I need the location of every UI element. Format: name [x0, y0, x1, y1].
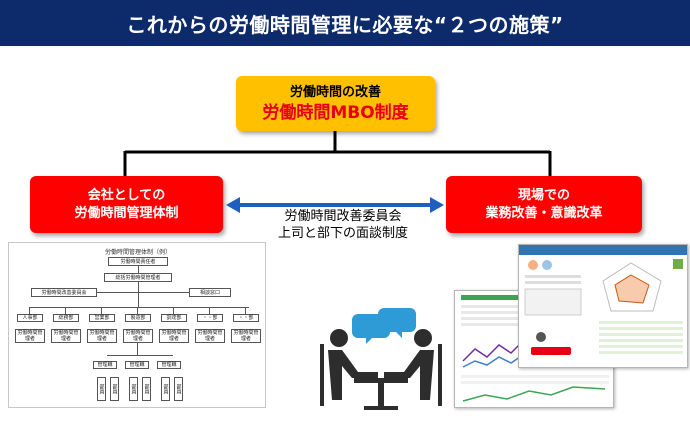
- org-mgr-1: 労働時間管理者: [15, 329, 45, 343]
- org-member-6: 部員: [174, 377, 183, 401]
- right-box-line2: 業務改善・意識改革: [485, 205, 603, 221]
- org-mgr-6: 労働時間管理者: [195, 329, 225, 343]
- org-dept-2: 総務部: [53, 314, 79, 322]
- org-chart-thumbnail: 労働時間管理体制（例） 労働時間責任者 総括労働時間管理者 労働時間改善委員会 …: [8, 242, 266, 408]
- right-box-line1: 現場での: [517, 187, 570, 203]
- org-staff-1: 管理職: [93, 361, 117, 369]
- top-box: 労働時間の改善 労働時間MBO制度: [236, 76, 435, 131]
- org-staff-3: 管理職: [157, 361, 181, 369]
- dashboard-thumbnail-graphic: [519, 245, 687, 355]
- org-dept-4: 製造部: [125, 314, 151, 322]
- right-box: 現場での 業務改善・意識改革: [446, 176, 642, 233]
- org-mgr-7: 労働時間管理者: [231, 329, 261, 343]
- org-mgr-5: 労働時間管理者: [159, 329, 189, 343]
- org-mgr-2: 労働時間管理者: [51, 329, 81, 343]
- org-dept-7: ・・部: [233, 314, 259, 322]
- org-dept-3: 営業部: [89, 314, 115, 322]
- org-dept-5: 調達部: [161, 314, 187, 322]
- org-member-1: 部員: [97, 377, 106, 401]
- left-box: 会社としての 労働時間管理体制: [30, 176, 223, 233]
- top-box-line1: 労働時間の改善: [289, 84, 381, 100]
- org-consult: 相談窓口: [189, 288, 231, 297]
- left-box-line2: 労働時間管理体制: [74, 205, 179, 221]
- people-icon: [320, 329, 442, 410]
- page-title: これからの労働時間管理に必要な“２つの施策”: [0, 0, 690, 46]
- org-staff-2: 管理職: [125, 361, 149, 369]
- speech-bubble-icon: [352, 308, 416, 344]
- org-mgr-3: 労働時間管理者: [87, 329, 117, 343]
- org-member-2: 部員: [110, 377, 119, 401]
- org-mgr-4: 労働時間管理者: [123, 329, 153, 343]
- dashboard-screenshot: [518, 244, 688, 368]
- org-role-general: 総括労働時間管理者: [104, 273, 172, 282]
- middle-caption: 労働時間改善委員会 上司と部下の面談制度: [263, 208, 423, 242]
- meeting-illustration: [320, 308, 442, 410]
- top-box-line2: 労働時間MBO制度: [262, 102, 409, 123]
- org-member-5: 部員: [161, 377, 170, 401]
- middle-line1: 労働時間改善委員会: [284, 209, 402, 224]
- org-role-top: 労働時間責任者: [108, 257, 168, 266]
- org-member-4: 部員: [142, 377, 151, 401]
- double-arrow: [226, 197, 444, 213]
- org-dept-1: 人事部: [17, 314, 43, 322]
- org-chart-title: 労働時間管理体制（例）: [104, 249, 171, 256]
- middle-line2: 上司と部下の面談制度: [277, 226, 408, 241]
- org-dept-6: ・・部: [197, 314, 223, 322]
- org-member-3: 部員: [129, 377, 138, 401]
- left-box-line1: 会社としての: [87, 187, 166, 203]
- org-committee: 労働時間改善委員会: [31, 288, 97, 297]
